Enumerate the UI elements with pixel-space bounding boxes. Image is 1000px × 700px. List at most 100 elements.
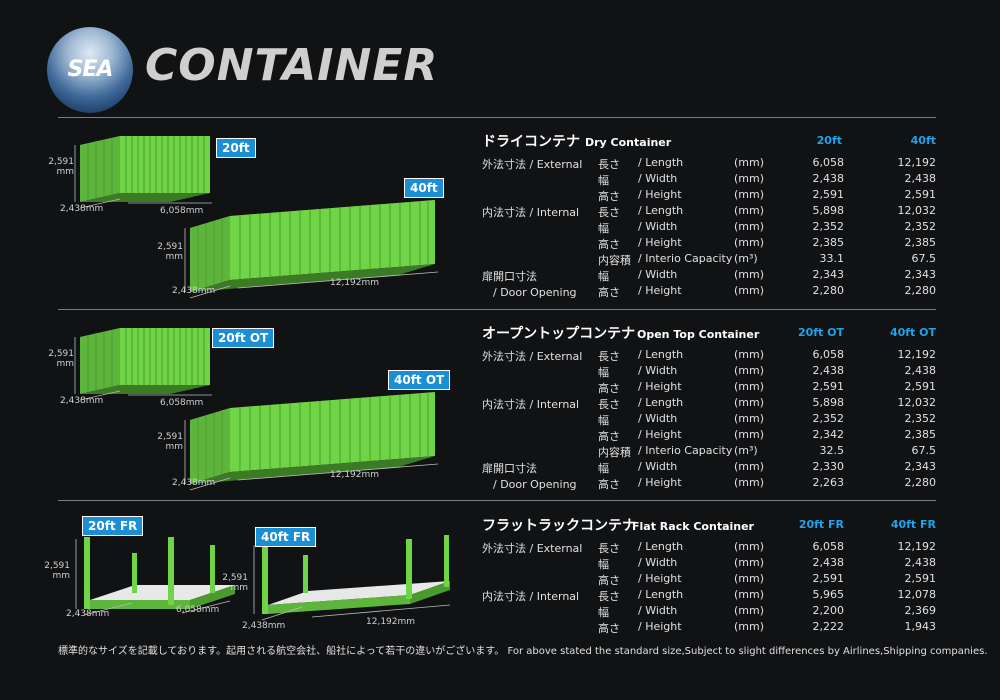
row-value-small: 2,591 <box>812 188 845 201</box>
dim-width: 2,438mm <box>66 609 110 619</box>
row-label-en: / Length <box>638 156 684 169</box>
dim-length: 12,192mm <box>330 470 380 480</box>
row-label-en: / Height <box>638 476 682 489</box>
badge-40ft: 40ft <box>404 178 444 198</box>
logo-text: SEA <box>67 57 114 82</box>
row-group-label: / Door Opening <box>482 478 577 491</box>
row-value-small: 32.5 <box>819 444 845 457</box>
container-40ft-ot-icon <box>184 392 439 491</box>
row-unit: (mm) <box>734 460 765 473</box>
row-label-en: / Height <box>638 428 682 441</box>
row-value-large: 2,591 <box>904 572 937 585</box>
row-value-small: 2,200 <box>812 604 845 617</box>
row-value-large: 2,352 <box>904 412 937 425</box>
row-label-en: / Height <box>638 236 682 249</box>
row-label-jp: 高さ <box>598 238 620 251</box>
row-value-large: 12,192 <box>897 348 937 361</box>
dim-length: 6,058mm <box>176 605 220 615</box>
row-group-label: 外法寸法 / External <box>482 542 583 555</box>
row-label-en: / Length <box>638 588 684 601</box>
column-header-40ft-fr: 40ft FR <box>890 518 936 531</box>
container-20ft-ot-icon <box>74 328 212 401</box>
row-label-en: / Height <box>638 284 682 297</box>
row-group-label: 内法寸法 / Internal <box>482 590 580 603</box>
row-unit: (mm) <box>734 364 765 377</box>
row-unit: (mm) <box>734 476 765 489</box>
badge-20ft-ot: 20ft OT <box>212 328 275 348</box>
row-group-label: 外法寸法 / External <box>482 350 583 363</box>
row-value-large: 2,385 <box>904 236 937 249</box>
row-label-en: / Length <box>638 204 684 217</box>
row-unit: (mm) <box>734 268 765 281</box>
row-label-jp: 高さ <box>598 478 620 491</box>
row-value-large: 1,943 <box>904 620 937 633</box>
row-unit: (m³) <box>734 444 758 457</box>
row-value-small: 2,438 <box>812 556 845 569</box>
section-title-en: Open Top Container <box>637 328 760 341</box>
row-label-en: / Length <box>638 348 684 361</box>
row-value-large: 2,438 <box>904 364 937 377</box>
row-value-small: 5,898 <box>812 204 845 217</box>
row-label-jp: 幅 <box>598 462 609 475</box>
row-label-en: / Interio Capacity <box>638 252 733 265</box>
row-value-large: 2,280 <box>904 284 937 297</box>
row-unit: (mm) <box>734 348 765 361</box>
row-value-large: 2,591 <box>904 188 937 201</box>
section-title-jp: ドライコンテナ <box>482 134 580 150</box>
dim-height: 2,591 mm <box>222 573 248 593</box>
row-value-large: 2,352 <box>904 220 937 233</box>
row-value-large: 12,078 <box>897 588 937 601</box>
row-label-jp: 幅 <box>598 222 609 235</box>
page-title: CONTAINER <box>145 40 439 91</box>
row-unit: (mm) <box>734 428 765 441</box>
row-unit: (mm) <box>734 188 765 201</box>
column-header-20ft-ot: 20ft OT <box>797 326 844 339</box>
dim-width: 2,438mm <box>60 204 104 214</box>
container-20ft-icon <box>74 136 212 209</box>
row-label-en: / Width <box>638 268 678 281</box>
row-value-small: 33.1 <box>819 252 845 265</box>
row-value-large: 12,032 <box>897 204 937 217</box>
row-label-en: / Width <box>638 460 678 473</box>
badge-20ft-fr: 20ft FR <box>82 516 144 536</box>
row-value-small: 6,058 <box>812 348 845 361</box>
row-label-jp: 高さ <box>598 430 620 443</box>
row-label-en: / Interio Capacity <box>638 444 733 457</box>
row-value-large: 12,192 <box>897 156 937 169</box>
row-label-jp: 高さ <box>598 286 620 299</box>
row-value-large: 2,343 <box>904 460 937 473</box>
dim-height: 2,591 mm <box>157 432 183 452</box>
column-header-20ft-fr: 20ft FR <box>798 518 844 531</box>
column-header-20ft: 20ft <box>816 134 842 147</box>
row-unit: (mm) <box>734 620 765 633</box>
dim-length: 6,058mm <box>160 398 204 408</box>
row-label-jp: 長さ <box>598 158 620 171</box>
row-label-en: / Height <box>638 380 682 393</box>
dry-container-illustration: 20ft 40ft 2,591 mm 2,438mm 6,058mm 2,591… <box>40 120 460 305</box>
badge-40ft-ot: 40ft OT <box>388 370 451 390</box>
row-value-large: 67.5 <box>911 252 937 265</box>
section-title-jp: フラットラックコンテナ <box>482 518 636 534</box>
sea-logo: SEA <box>47 27 133 113</box>
row-label-jp: 長さ <box>598 590 620 603</box>
row-value-large: 2,343 <box>904 268 937 281</box>
row-value-small: 2,352 <box>812 220 845 233</box>
dim-width: 2,438mm <box>172 286 216 296</box>
row-value-small: 2,330 <box>812 460 845 473</box>
row-label-jp: 幅 <box>598 606 609 619</box>
row-unit: (mm) <box>734 588 765 601</box>
row-label-en: / Width <box>638 364 678 377</box>
row-value-small: 5,898 <box>812 396 845 409</box>
badge-20ft: 20ft <box>216 138 256 158</box>
